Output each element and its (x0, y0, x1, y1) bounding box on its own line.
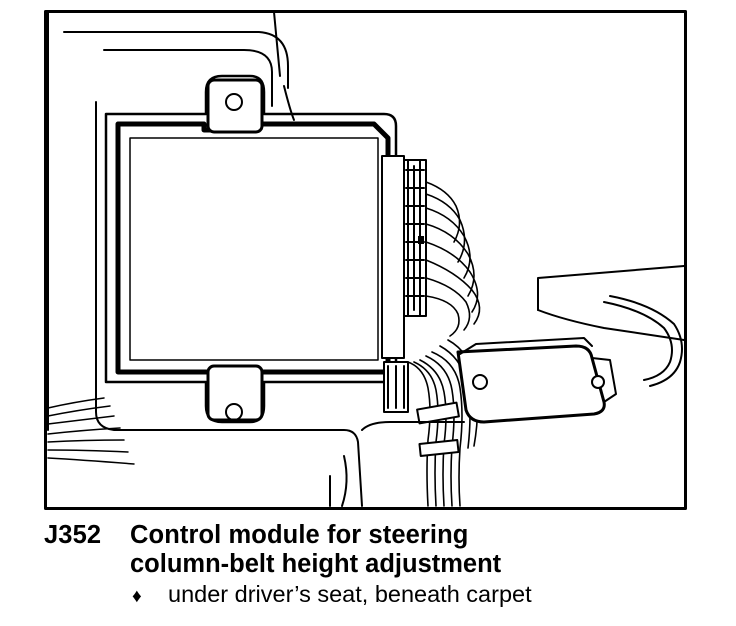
component-code: J352 (44, 521, 102, 549)
mounting-tab-bottom (206, 364, 264, 422)
component-screw-right (591, 375, 605, 389)
location-text: under driver’s seat, beneath carpet (168, 581, 532, 607)
component-location-illustration (44, 10, 687, 510)
mounting-screw-bottom (225, 403, 243, 421)
caption-location-note: ♦ under driver’s seat, beneath carpet (44, 580, 724, 611)
control-module-J352 (104, 74, 398, 424)
caption-title-line1: Control module for steering (130, 521, 469, 549)
mounting-screw-top (225, 93, 243, 111)
wiring-harness (407, 181, 481, 507)
caption-title-row: J352 Control module for steering (44, 521, 724, 550)
floor-wiring-left (47, 397, 135, 465)
module-connector (381, 155, 427, 413)
figure-caption: J352 Control module for steering column-… (44, 521, 724, 611)
floor-panel-right (405, 265, 685, 423)
mounting-tab-top (206, 78, 264, 134)
illustration-frame (44, 10, 687, 510)
caption-title-line2: column-belt height adjustment (130, 550, 502, 578)
adjacent-component (456, 337, 617, 424)
diamond-bullet-icon: ♦ (132, 586, 142, 607)
component-screw-left (472, 374, 488, 390)
